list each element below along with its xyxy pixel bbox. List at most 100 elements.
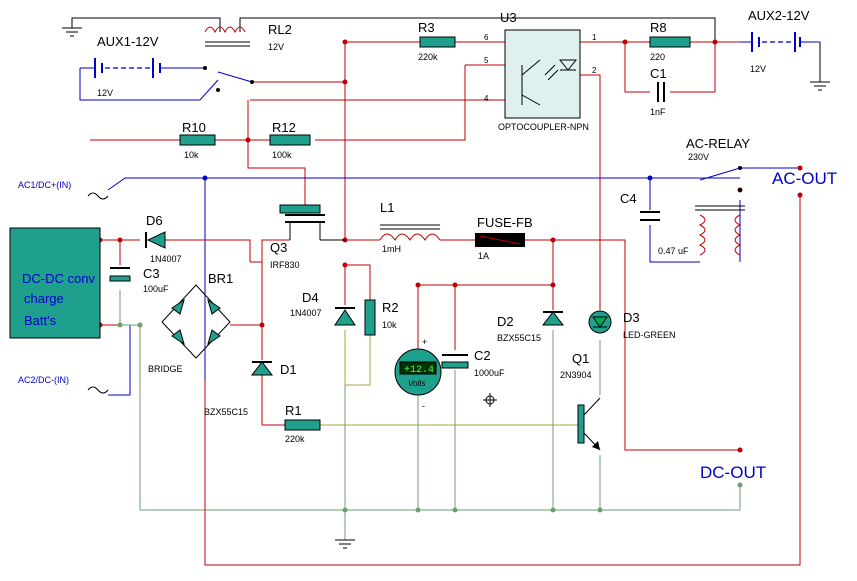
aux2-battery[interactable]: AUX2-12V 12V	[740, 8, 810, 74]
r2-resistor[interactable]: R2 10k	[364, 299, 399, 336]
u3-pin-5: 5	[484, 56, 489, 65]
q1-label: Q1	[572, 351, 589, 366]
r10-label: R10	[182, 120, 206, 135]
rl2-relay[interactable]: RL2 12V	[203, 22, 292, 92]
dc-dc-line3: Batt's	[24, 313, 57, 328]
fuse-value: 1A	[478, 251, 489, 261]
rl2-label: RL2	[268, 22, 292, 37]
c2-capacitor[interactable]: C2 1000uF	[441, 348, 505, 378]
rl2-value: 12V	[268, 42, 284, 52]
c2-label: C2	[474, 348, 491, 363]
q3-label: Q3	[270, 240, 287, 255]
l1-label: L1	[380, 200, 394, 215]
u3-pin-2: 2	[592, 66, 597, 75]
r2-value: 10k	[382, 320, 397, 330]
fuse-fb[interactable]: FUSE-FB 1A	[475, 215, 533, 261]
d6-diode[interactable]: D6 1N4007	[145, 213, 182, 264]
d2-label: D2	[497, 314, 514, 329]
q3-value: IRF830	[270, 260, 300, 270]
r10-resistor[interactable]: R10 10k	[179, 120, 216, 160]
voltmeter-plus: +	[422, 337, 427, 347]
br1-label: BR1	[208, 271, 233, 286]
r1-value: 220k	[285, 434, 305, 444]
wires	[71, 17, 821, 566]
d6-label: D6	[146, 213, 163, 228]
d3-label: D3	[623, 310, 640, 325]
dc-dc-converter-box[interactable]: DC-DC conv charge Batt's	[9, 227, 101, 339]
r12-value: 100k	[272, 150, 292, 160]
aux1-battery[interactable]: AUX1-12V 12V	[94, 34, 161, 98]
voltmeter-reading: +12.4	[404, 365, 434, 376]
br1-bridge-rectifier[interactable]: BR1 BRIDGE	[148, 271, 233, 374]
l1-value: 1mH	[382, 244, 401, 254]
r12-label: R12	[272, 120, 296, 135]
c4-label: C4	[620, 191, 637, 206]
c3-value: 100uF	[143, 284, 169, 294]
d4-label: D4	[302, 290, 319, 305]
r8-resistor[interactable]: R8 220	[649, 20, 691, 62]
u3-pin-6: 6	[484, 33, 489, 42]
c4-value: 0.47 uF	[658, 246, 689, 256]
aux1-value: 12V	[97, 88, 113, 98]
ground-symbol-top-left	[62, 27, 82, 37]
ac2-input: AC2/DC-(IN)	[18, 375, 109, 394]
r2-label: R2	[382, 300, 399, 315]
q1-transistor[interactable]: Q1 2N3904	[560, 351, 601, 451]
r3-resistor[interactable]: R3 220k	[418, 20, 456, 62]
ac-relay-value: 230V	[688, 152, 709, 162]
r8-label: R8	[650, 20, 667, 35]
c1-capacitor[interactable]: C1 1nF	[650, 66, 667, 117]
voltmeter-unit: Volts	[408, 379, 426, 388]
u3-label: U3	[500, 10, 517, 25]
d4-diode[interactable]: D4 1N4007	[290, 290, 356, 326]
d1-zener-diode[interactable]: D1 BZX55C15	[204, 361, 297, 417]
d2-value: BZX55C15	[497, 333, 541, 343]
d3-value: LED-GREEN	[623, 330, 676, 340]
r12-resistor[interactable]: R12 100k	[269, 120, 311, 160]
c1-value: 1nF	[650, 107, 666, 117]
r1-label: R1	[285, 403, 302, 418]
ac1-input: AC1/DC+(IN)	[18, 180, 109, 200]
r3-label: R3	[418, 20, 435, 35]
voltmeter[interactable]: +12.4 Volts + -	[394, 337, 442, 411]
dc-out-terminal: DC-OUT	[700, 463, 766, 482]
c3-label: C3	[143, 266, 160, 281]
r10-value: 10k	[184, 150, 199, 160]
aux2-value: 12V	[750, 64, 766, 74]
dc-dc-line2: charge	[24, 291, 64, 306]
c3-capacitor[interactable]: C3 100uF	[109, 266, 169, 294]
c2-value: 1000uF	[474, 368, 505, 378]
dc-dc-line1: DC-DC conv	[22, 271, 95, 286]
d6-value: 1N4007	[150, 254, 182, 264]
ac-relay-label: AC-RELAY	[686, 136, 750, 151]
u3-optocoupler[interactable]: 6 5 4 1 2 U3 OPTOCOUPLER-NPN	[484, 10, 597, 132]
q1-value: 2N3904	[560, 370, 592, 380]
crosshair-icon	[483, 393, 497, 407]
c4-capacitor[interactable]: C4 0.47 uF	[620, 191, 689, 256]
aux1-label: AUX1-12V	[97, 34, 159, 49]
ground-symbol-top-right	[810, 81, 830, 91]
u3-pin-4: 4	[484, 94, 489, 103]
d2-zener-diode[interactable]: D2 BZX55C15	[497, 311, 565, 343]
ground-symbol-bottom	[335, 539, 355, 549]
u3-pin-1: 1	[592, 33, 597, 42]
d1-label: D1	[280, 362, 297, 377]
junctions	[97, 39, 803, 513]
d1-value: BZX55C15	[204, 407, 248, 417]
ac-out-terminal: AC-OUT	[772, 169, 837, 188]
r1-resistor[interactable]: R1 220k	[284, 403, 321, 444]
u3-value: OPTOCOUPLER-NPN	[498, 122, 589, 132]
ac2-label: AC2/DC-(IN)	[18, 375, 69, 385]
d3-led[interactable]: D3 LED-GREEN	[588, 310, 676, 340]
aux2-label: AUX2-12V	[748, 8, 810, 23]
d4-value: 1N4007	[290, 308, 322, 318]
ac-relay[interactable]: AC-RELAY 230V	[686, 136, 750, 256]
l1-inductor[interactable]: L1 1mH	[379, 200, 441, 254]
r3-value: 220k	[418, 52, 438, 62]
q3-mosfet[interactable]: Q3 IRF830	[270, 204, 345, 270]
ac-out-label: AC-OUT	[772, 169, 837, 188]
fuse-label: FUSE-FB	[477, 215, 533, 230]
voltmeter-minus: -	[422, 401, 425, 411]
c1-label: C1	[650, 66, 667, 81]
